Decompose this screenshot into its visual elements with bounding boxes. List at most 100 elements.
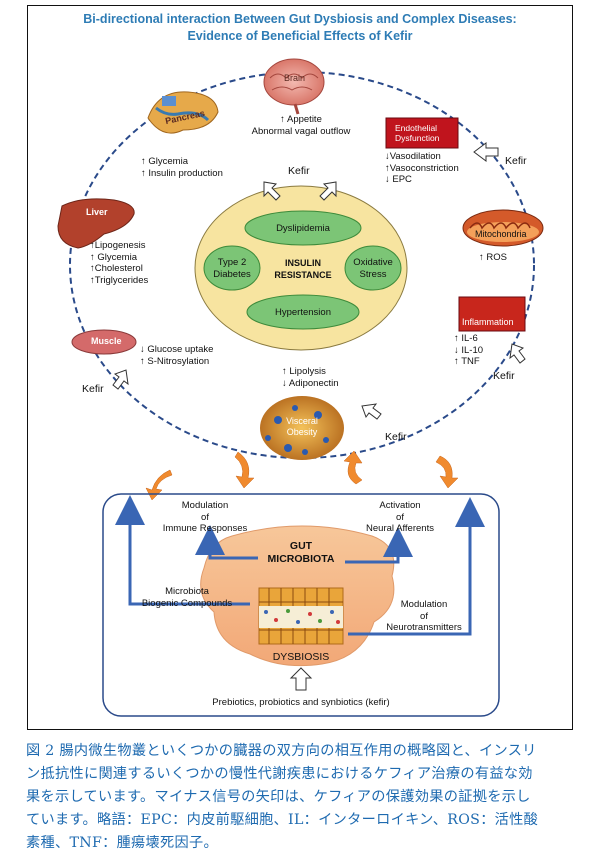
liver-image xyxy=(57,198,135,249)
liver-effect-3: ↑Cholesterol xyxy=(90,263,143,274)
dysbiosis-label: DYSBIOSIS xyxy=(272,651,330,663)
neurotransmitters-label-2: of xyxy=(420,610,428,622)
immune-label-3: Immune Responses xyxy=(162,523,248,534)
muscle-effects: ↓ Glucose uptake ↑ S-Nitrosylation xyxy=(140,344,213,367)
caption-line-1: 図 2 腸内微生物叢といくつかの臓器の双方向の相互作用の概略図と、インスリ xyxy=(26,743,537,759)
neural-label-1: Activation xyxy=(379,500,421,511)
liver-effects: ↑Lipogenesis ↑ Glycemia ↑Cholesterol ↑Tr… xyxy=(90,240,148,286)
visceral-effect-1: ↑ Lipolysis xyxy=(282,366,326,377)
visceral-obesity-image xyxy=(260,396,344,460)
muscle-image xyxy=(71,329,137,355)
immune-label-2: of xyxy=(201,511,209,523)
diabetes-label-2: Diabetes xyxy=(213,268,251,280)
liver-label: Liver xyxy=(86,207,108,217)
oxidative-label-1: Oxidative xyxy=(353,257,393,268)
diabetes-label: Type 2 Diabetes xyxy=(208,257,256,280)
dyslipidemia-oval xyxy=(244,210,362,246)
brain-effect-2: Abnormal vagal outflow xyxy=(251,125,351,137)
kefir-label-endothelial: Kefir xyxy=(505,155,527,167)
visceral-label-2: Obesity xyxy=(286,427,318,437)
pancreas-image xyxy=(147,91,219,134)
mitochondria-image xyxy=(462,209,544,247)
caption-line-5: 素種、TNF：腫瘍壊死因子。 xyxy=(26,835,218,851)
kefir-label-inflammation: Kefir xyxy=(493,370,515,382)
figure-caption: 図 2 腸内微生物叢といくつかの臓器の双方向の相互作用の概略図と、インスリ ン抵… xyxy=(26,740,581,855)
oxidative-label: Oxidative Stress xyxy=(349,257,397,280)
insulin-resistance-label: INSULIN RESISTANCE xyxy=(263,258,343,281)
insulin-resistance-label-2: RESISTANCE xyxy=(274,269,332,280)
neural-label-2: of xyxy=(396,511,404,523)
blue-arrow-right-inner xyxy=(345,527,413,564)
blue-arrow-right-outer xyxy=(348,497,485,636)
endothelial-image xyxy=(385,117,459,149)
compounds-label-2: Biogenic Compounds xyxy=(141,597,233,609)
muscle-effect-2: ↑ S-Nitrosylation xyxy=(140,355,210,367)
neural-label-3: Neural Afferents xyxy=(366,523,434,534)
hypertension-label: Hypertension xyxy=(275,307,331,318)
brain-effect-1: ↑ Appetite xyxy=(280,114,322,125)
caption-line-3: 果を示しています。マイナス信号の矢印は、ケフィアの保護効果の証拠を示し xyxy=(26,789,531,805)
kefir-arrow-inflammation xyxy=(509,343,526,364)
title-line-1: Bi-directional interaction Between Gut D… xyxy=(83,12,517,26)
liver-effect-4: ↑Triglycerides xyxy=(90,274,149,286)
prebiotics-arrow xyxy=(289,667,313,691)
neurotransmitters-label-3: Neurotransmitters xyxy=(386,622,462,633)
brain-label: Brain xyxy=(284,73,306,83)
blue-arrow-left-inner xyxy=(195,525,258,560)
visceral-label-1: Visceral xyxy=(286,416,318,426)
mitochondria-label: Mitochondria xyxy=(475,229,527,239)
gut-box xyxy=(102,493,500,717)
inflammation-effect-1: ↑ IL-6 xyxy=(454,333,478,344)
compounds-label: Microbiota Biogenic Compounds xyxy=(132,586,242,609)
title-line-2: Evidence of Beneficial Effects of Kefir xyxy=(187,29,413,43)
gut-microbiota-label-2: MICROBIOTA xyxy=(267,552,335,565)
inflammation-effects: ↑ IL-6 ↓ IL-10 ↑ TNF xyxy=(454,333,483,368)
orange-arrow-1 xyxy=(145,469,173,501)
insulin-resistance-label-1: INSULIN xyxy=(285,258,321,268)
dyslipidemia-label: Dyslipidemia xyxy=(276,223,330,234)
caption-line-4: ています。略語：EPC：内皮前駆細胞、IL：インターロイキン、ROS：活性酸 xyxy=(26,812,539,828)
oxidative-label-2: Stress xyxy=(359,268,387,280)
kefir-arrow-pancreas xyxy=(263,181,281,201)
orange-arrow-2 xyxy=(234,451,255,489)
kefir-label-muscle: Kefir xyxy=(82,383,104,395)
pancreas-effect-1: ↑ Glycemia xyxy=(141,156,188,167)
endothelial-effect-2: ↑Vasoconstriction xyxy=(385,162,459,174)
mitochondria-effect-1: ↑ ROS xyxy=(479,252,507,263)
endothelial-label-2: Dysfunction xyxy=(395,133,440,143)
orange-arrow-3 xyxy=(343,450,363,485)
diabetes-label-1: Type 2 xyxy=(217,257,247,268)
kefir-label-visceral: Kefir xyxy=(385,431,407,443)
endothelial-effect-1: ↓Vasodilation xyxy=(385,151,441,162)
hypertension-oval xyxy=(246,294,360,330)
brain-effects: ↑ Appetite Abnormal vagal outflow xyxy=(246,114,356,137)
compounds-label-1: Microbiota xyxy=(165,586,209,597)
pancreas-effect-2: ↑ Insulin production xyxy=(141,167,223,179)
visceral-effects: ↑ Lipolysis ↓ Adiponectin xyxy=(282,366,339,389)
orange-arrow-4 xyxy=(435,455,459,489)
immune-label-1: Modulation xyxy=(181,500,229,511)
endothelial-effects: ↓Vasodilation ↑Vasoconstriction ↓ EPC xyxy=(385,151,459,186)
immune-label: Modulation of Immune Responses xyxy=(155,500,255,535)
mitochondria-effects: ↑ ROS xyxy=(479,252,507,264)
liver-effect-2: ↑ Glycemia xyxy=(90,251,137,263)
endothelial-label-1: Endothelial xyxy=(395,123,438,133)
endothelial-label: Endothelial Dysfunction xyxy=(395,123,439,143)
gut-microbiota-label: GUT MICROBIOTA xyxy=(253,540,349,565)
neural-label: Activation of Neural Afferents xyxy=(350,500,450,535)
kefir-arrow-muscle xyxy=(112,369,129,390)
gut-microbiota-label-1: GUT xyxy=(289,540,313,552)
kefir-arrow-endothelial xyxy=(473,142,499,162)
kefir-arrow-brain xyxy=(319,181,337,201)
caption-line-2: ン抵抗性に関連するいくつかの慢性代謝疾患におけるケフィア治療の有益な効 xyxy=(26,766,533,782)
prebiotics-label: Prebiotics, probiotics and synbiotics (k… xyxy=(212,697,390,708)
neurotransmitters-label-1: Modulation xyxy=(400,599,448,610)
neurotransmitters-label: Modulation of Neurotransmitters xyxy=(374,599,474,634)
pancreas-effects: ↑ Glycemia ↑ Insulin production xyxy=(141,156,223,179)
oxidative-oval xyxy=(344,245,402,291)
visceral-effect-2: ↓ Adiponectin xyxy=(282,377,339,389)
kefir-arrow-visceral xyxy=(361,403,382,420)
figure-title: Bi-directional interaction Between Gut D… xyxy=(27,11,573,45)
kefir-label-top: Kefir xyxy=(288,165,310,177)
